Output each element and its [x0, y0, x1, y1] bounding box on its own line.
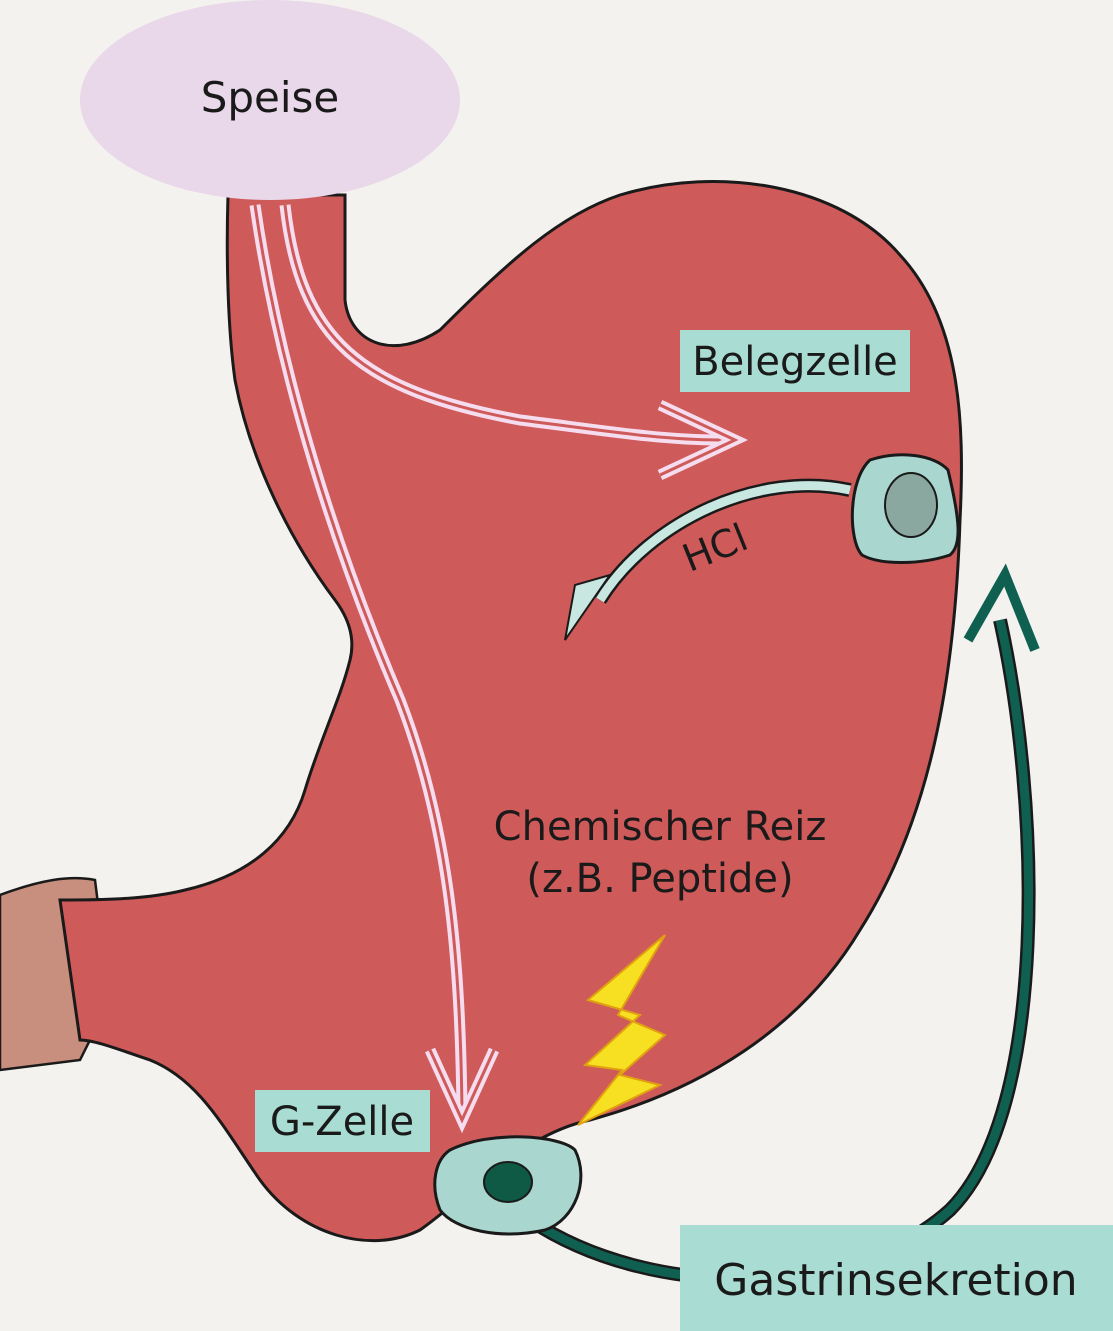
- stimulus-label-line1: Chemischer Reiz: [494, 804, 827, 850]
- belegzelle-label: Belegzelle: [692, 339, 898, 385]
- g-cell-nucleus: [484, 1162, 532, 1202]
- parietal-cell-nucleus: [885, 473, 937, 537]
- food-label: Speise: [201, 73, 340, 122]
- secretion-label: Gastrinsekretion: [714, 1255, 1077, 1306]
- g-zelle-label: G-Zelle: [270, 1099, 414, 1145]
- stimulus-label-line2: (z.B. Peptide): [526, 856, 793, 902]
